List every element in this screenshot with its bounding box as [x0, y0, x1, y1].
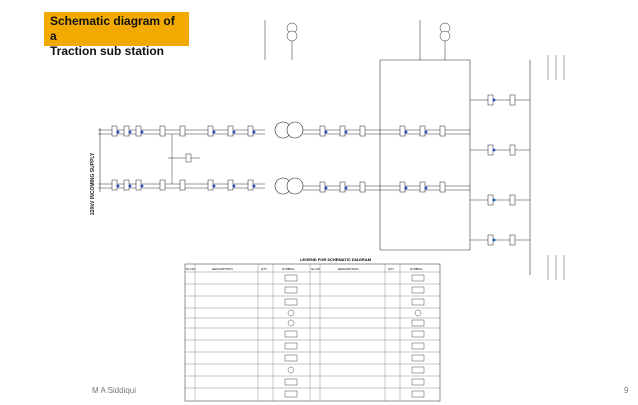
legend-title: LEGEND FOR SCHEMATIC DIAGRAM	[300, 257, 372, 262]
legend-header-slno-1: SL.NO.	[186, 267, 196, 271]
page-number: 9	[624, 386, 629, 395]
legend-header-desc-1: DESCRIPTION	[212, 267, 233, 271]
slide-title-line1: Schematic diagram of a	[50, 14, 175, 43]
author-footer: M A Siddiqui	[92, 386, 137, 395]
traction-switchgear	[319, 94, 516, 246]
traction-side-lines	[303, 59, 531, 275]
traction-markers	[324, 98, 496, 242]
legend-table: LEGEND FOR SCHEMATIC DIAGRAM SL.NO. DESC…	[184, 257, 441, 402]
lower-feeder-markers	[116, 184, 256, 188]
feeder-label-strokes	[547, 55, 565, 280]
incoming-supply-label: 220kV INCOMING SUPPLY	[90, 152, 96, 215]
legend-header-qty-2: QTY	[388, 267, 394, 271]
legend-header-qty-1: QTY	[261, 267, 267, 271]
power-transformers	[274, 121, 304, 195]
lower-feeder-switchgear	[111, 179, 254, 191]
upper-feeder-markers	[116, 130, 256, 134]
legend-header-symbol-2: SYMBOL	[410, 267, 423, 271]
upper-feeder-switchgear	[111, 125, 254, 137]
legend-header-desc-2: DESCRIPTION	[338, 267, 359, 271]
legend-header-slno-2: SL.NO.	[311, 267, 321, 271]
slide-title-line2: Traction sub station	[50, 44, 165, 58]
bus-coupler	[168, 134, 200, 184]
auxiliary-transformers	[264, 20, 451, 60]
legend-header-symbol-1: SYMBOL	[282, 267, 295, 271]
slide-title-box: Schematic diagram of a Traction sub stat…	[44, 12, 189, 58]
